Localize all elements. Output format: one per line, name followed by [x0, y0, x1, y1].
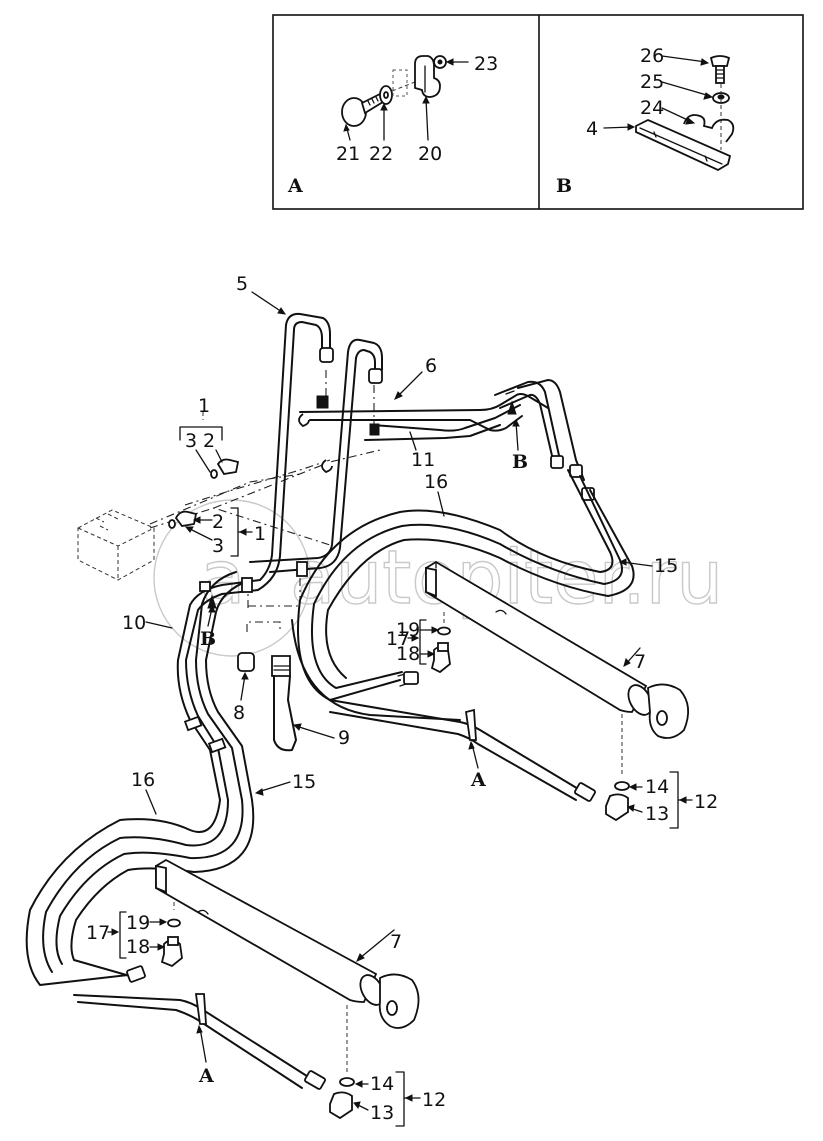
- bolt-21: [341, 92, 385, 127]
- callout-a-upper: A: [470, 769, 486, 791]
- nut-8: [237, 652, 255, 672]
- callout-20: 20: [418, 143, 442, 165]
- callout-2-top: 2: [203, 430, 215, 452]
- callout-8: 8: [233, 702, 245, 724]
- clamp-b-upper: [507, 400, 517, 415]
- inset-panel: A: [272, 14, 804, 210]
- callout-12-upper: 12: [694, 791, 718, 813]
- callouts: 1 3 2 2 3 1 5 6 11 B 16 15 10 B: [86, 273, 718, 1127]
- pipe-5: [221, 312, 334, 595]
- fitting-2-3: [168, 458, 240, 529]
- hose-16-lower: [25, 799, 255, 986]
- callout-b-lower: B: [200, 628, 216, 650]
- callout-a-lower: A: [198, 1065, 214, 1087]
- callout-2: 2: [212, 511, 224, 533]
- callout-5: 5: [236, 273, 248, 295]
- callout-1: 1: [254, 523, 266, 545]
- bar-4: [635, 119, 732, 172]
- callout-17-upper: 17: [386, 628, 410, 650]
- callout-14-lower: 14: [370, 1073, 394, 1095]
- hose-9: [273, 675, 297, 752]
- callout-6: 6: [425, 355, 437, 377]
- callout-25: 25: [640, 71, 664, 93]
- callout-13-lower: 13: [370, 1102, 394, 1124]
- cylinder-7-upper: [425, 560, 690, 739]
- callout-10: 10: [122, 612, 146, 634]
- hose-16-upper: [291, 469, 635, 721]
- upper-right-lines: [494, 379, 595, 501]
- manifold-fittings: [237, 561, 308, 752]
- callout-15-lower: 15: [292, 771, 316, 793]
- fitting-13-lower: [329, 1005, 355, 1120]
- callout-16-upper: 16: [424, 471, 448, 493]
- callout-19-upper: 19: [396, 619, 420, 641]
- fitting-13-upper: [605, 714, 630, 822]
- callout-23: 23: [474, 53, 498, 75]
- nut-23: [433, 55, 447, 69]
- callout-9: 9: [338, 727, 350, 749]
- callout-24: 24: [640, 97, 664, 119]
- callout-11: 11: [411, 449, 435, 471]
- inset-frame: [272, 14, 804, 210]
- callout-21: 21: [336, 143, 360, 165]
- callout-12-lower: 12: [422, 1089, 446, 1111]
- cylinder-7-lower: [155, 858, 420, 1029]
- callout-18-lower: 18: [126, 936, 150, 958]
- callout-18-upper: 18: [396, 643, 420, 665]
- callout-15-upper: 15: [654, 555, 678, 577]
- callout-16-lower: 16: [131, 769, 155, 791]
- fitting-18-upper: [430, 612, 451, 674]
- bolt-26: [709, 55, 731, 84]
- clamp-20: [414, 55, 441, 98]
- line-10: [176, 571, 253, 801]
- inset-a-title: A: [287, 175, 303, 197]
- callout-26: 26: [640, 45, 664, 67]
- fitting-18-lower: [160, 895, 183, 968]
- inset-b-title: B: [556, 175, 572, 197]
- washer-22: [379, 85, 393, 105]
- control-valve-block: [77, 509, 155, 581]
- callout-b-upper: B: [512, 451, 528, 473]
- callout-3-top: 3: [185, 430, 197, 452]
- inset-b: B: [556, 45, 735, 197]
- main-assembly: [25, 312, 690, 1120]
- hose-15-lower-run: [73, 993, 326, 1090]
- callout-17-lower: 17: [86, 922, 110, 944]
- hose-15-upper-lower-run: [329, 699, 596, 802]
- line-11: [321, 404, 521, 474]
- callout-3: 3: [212, 535, 224, 557]
- callout-7-lower: 7: [390, 931, 402, 953]
- callout-19-lower: 19: [126, 912, 150, 934]
- callout-14-upper: 14: [645, 776, 669, 798]
- inset-a: A: [287, 53, 498, 197]
- callout-13-upper: 13: [645, 803, 669, 825]
- callout-7-upper: 7: [634, 651, 646, 673]
- callout-1-top: 1: [198, 395, 210, 417]
- clamp-24: [683, 114, 735, 143]
- callout-22: 22: [369, 143, 393, 165]
- callout-4: 4: [586, 118, 598, 140]
